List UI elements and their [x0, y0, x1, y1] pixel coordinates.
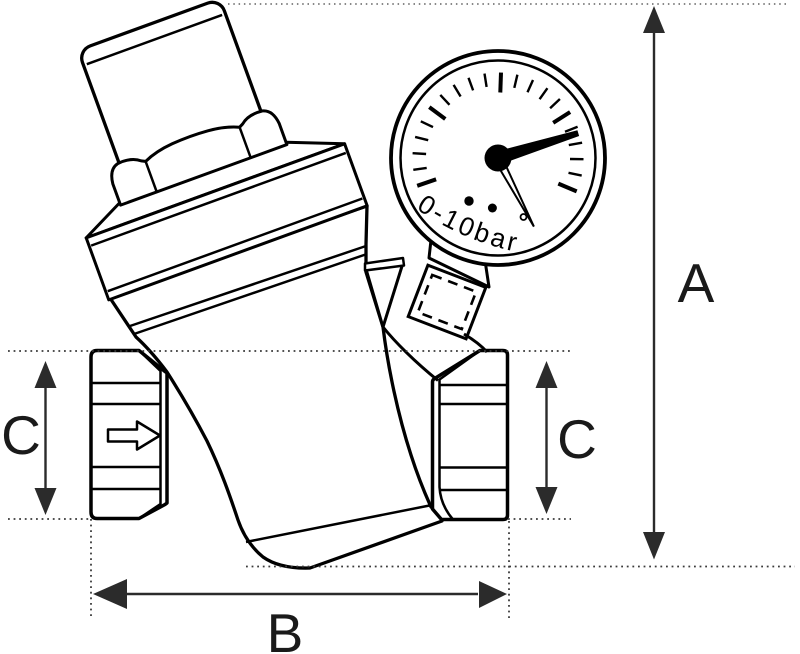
svg-text:C: C: [557, 408, 597, 470]
svg-text:C: C: [1, 404, 41, 466]
svg-text:B: B: [267, 602, 304, 654]
svg-text:A: A: [678, 252, 715, 314]
